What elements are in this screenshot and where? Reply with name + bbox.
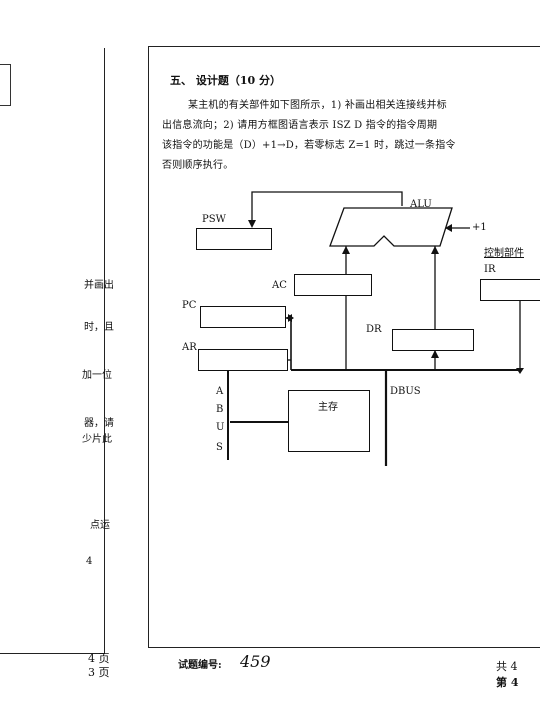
- page-total: 共 4: [496, 660, 518, 673]
- question-line: 某主机的有关部件如下图所示，1) 补画出相关连接线并标: [188, 100, 447, 111]
- left-page-box: [0, 64, 11, 106]
- left-fragment: 少片此: [82, 434, 112, 445]
- psw-arrowhead: [248, 220, 256, 228]
- question-line: 否则顺序执行。: [162, 160, 234, 171]
- pc-label: PC: [182, 300, 197, 311]
- abus-label-u: U: [216, 422, 225, 433]
- dr-dbus-arrowhead: [431, 350, 439, 358]
- plus-one-label: +1: [472, 222, 487, 233]
- left-fragment: 器，请: [84, 418, 114, 429]
- alu-shape: [329, 207, 453, 247]
- pc-register: [200, 306, 286, 328]
- dbus-label: DBUS: [390, 386, 421, 397]
- left-fragment: 时，且: [84, 322, 114, 333]
- left-fragment: 加一位: [82, 370, 112, 381]
- cpu-diagram: [227, 191, 524, 466]
- ac-label: AC: [272, 280, 287, 291]
- question-title: 五、 设计题（10 分）: [170, 74, 281, 87]
- ir-dbus-arrowhead: [516, 368, 524, 374]
- control-unit-label: 控制部件: [484, 248, 524, 259]
- left-fragment: 4: [86, 556, 93, 567]
- left-page: 并画出 时，且 加一位 器，请 少片此 点运 4 4 页 3 页: [0, 48, 118, 688]
- left-fragment: 并画出: [84, 280, 114, 291]
- left-page-border: [0, 48, 105, 654]
- dr-label: DR: [366, 324, 382, 335]
- ac-alu-arrowhead: [342, 246, 350, 254]
- page-current: 第 4: [496, 676, 519, 689]
- left-fragment: 点运: [90, 520, 110, 531]
- main-memory: [288, 390, 370, 452]
- dr-register: [392, 329, 474, 351]
- left-page-total: 4 页: [88, 652, 110, 665]
- exam-page: 五、 设计题（10 分） 某主机的有关部件如下图所示，1) 补画出相关连接线并标…: [148, 46, 540, 689]
- question-line: 出信息流向；2) 请用方框图语言表示 ISZ D 指令的指令周期: [162, 120, 438, 131]
- alu-label: ALU: [410, 199, 432, 210]
- abus-label-b: B: [216, 404, 224, 415]
- psw-label: PSW: [202, 214, 226, 225]
- psw-register: [196, 228, 272, 250]
- left-page-current: 3 页: [88, 666, 110, 679]
- alu-psw-line: [251, 191, 403, 222]
- abus-label-a: A: [216, 386, 224, 397]
- dr-alu-arrowhead: [431, 246, 439, 254]
- exam-code-label: 试题编号:: [178, 660, 222, 671]
- ir-label: IR: [484, 264, 496, 275]
- question-line: 该指令的功能是（D）+1→D，若零标志 Z=1 时，跳过一条指令: [162, 140, 456, 151]
- ar-label: AR: [182, 342, 197, 353]
- ar-register: [198, 349, 288, 371]
- abus-label-s: S: [216, 442, 223, 453]
- page-border: [148, 46, 540, 648]
- exam-code-value: 459: [240, 652, 271, 671]
- plus-one-arrowhead: [445, 224, 452, 232]
- ir-register: [480, 279, 540, 301]
- memory-label: 主存: [318, 402, 338, 413]
- pc-arrowhead-right: [288, 314, 294, 322]
- ac-register: [294, 274, 372, 296]
